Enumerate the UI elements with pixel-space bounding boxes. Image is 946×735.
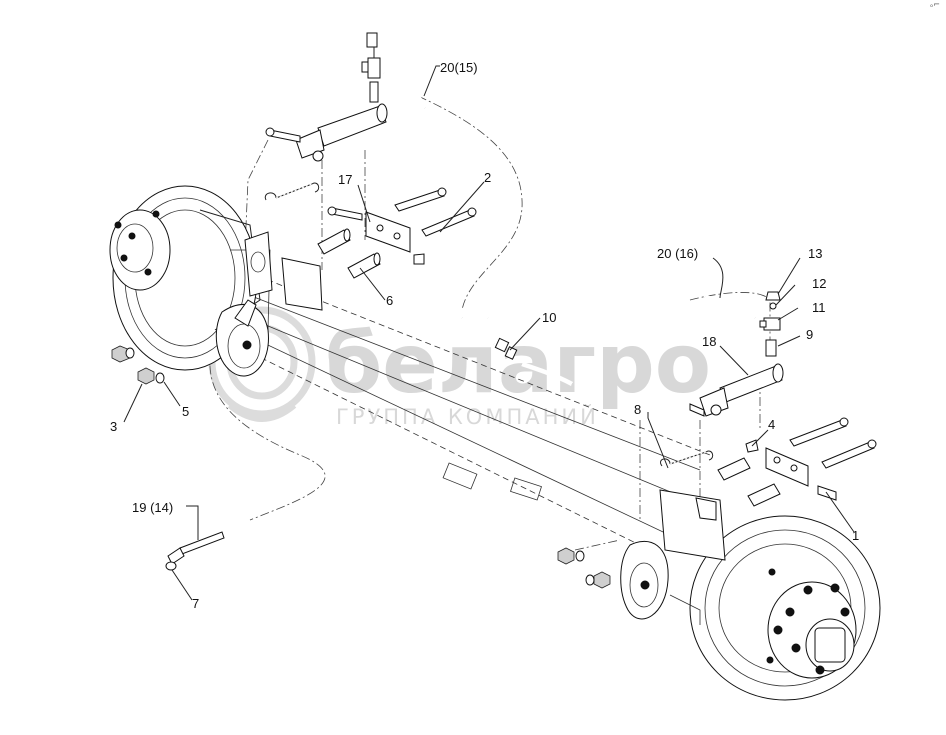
callout-8: 8 [634, 402, 641, 417]
corner-mark: ₒ⌐ [929, 0, 940, 9]
left-brake-bracket [215, 231, 323, 377]
watermark-brand: белагро [325, 317, 711, 412]
left-return-spring [264, 182, 320, 201]
callout-4: 4 [768, 417, 775, 432]
watermark-tagline: ГРУППА КОМПАНИЙ [336, 404, 599, 429]
callout-11: 11 [812, 300, 826, 315]
bushings-6 [317, 228, 381, 279]
hose-20-16 [704, 294, 757, 320]
pipe-19-14 [165, 531, 225, 571]
callout-3: 3 [110, 419, 117, 434]
hose-20-15 [383, 70, 427, 110]
center-tee-10 [459, 315, 574, 386]
right-brake-bracket [620, 489, 726, 625]
left-nuts [111, 345, 165, 385]
callout-9: 9 [806, 327, 813, 342]
right-bracket-plate [717, 417, 877, 507]
callout-17: 17 [338, 172, 352, 187]
leader-lines [123, 65, 855, 601]
callout-19-14: 19 (14) [132, 500, 173, 515]
bracket-plate-17 [327, 187, 477, 265]
callout-20-15: 20(15) [440, 60, 478, 75]
callout-18: 18 [702, 334, 716, 349]
right-brake-cylinder-18 [689, 363, 784, 417]
callout-12: 12 [812, 276, 826, 291]
right-wheel-hub [689, 515, 881, 701]
left-brake-cylinder [265, 32, 388, 162]
watermark: белагро ГРУППА КОМПАНИЙ [208, 306, 711, 429]
right-fittings [759, 291, 781, 357]
right-nuts [557, 547, 611, 589]
assembly-lines [209, 95, 771, 551]
callout-10: 10 [542, 310, 556, 325]
callout-2: 2 [484, 170, 491, 185]
callout-labels: 20(15) 17 2 6 10 20 (16) 13 12 11 9 18 8… [110, 60, 859, 611]
right-return-spring [660, 450, 714, 467]
callout-20-16: 20 (16) [657, 246, 698, 261]
callout-6: 6 [386, 293, 393, 308]
callout-13: 13 [808, 246, 822, 261]
axle-beam [204, 264, 711, 556]
callout-5: 5 [182, 404, 189, 419]
callout-7: 7 [192, 596, 199, 611]
callout-1: 1 [852, 528, 859, 543]
